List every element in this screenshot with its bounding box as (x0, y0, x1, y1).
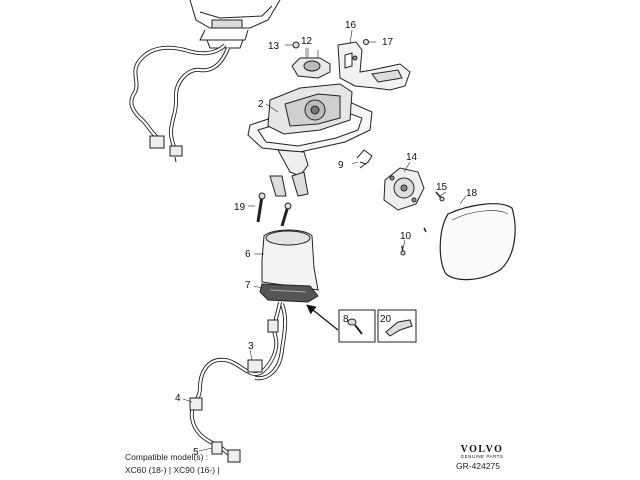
mirror-base-top (189, 0, 281, 49)
callout-6: 6 (245, 249, 251, 260)
callout-20: 20 (380, 314, 392, 325)
part-7-gasket (259, 283, 319, 303)
callout-13: 13 (268, 41, 280, 52)
callout-7: 7 (245, 280, 251, 291)
part-17-screw (363, 39, 376, 45)
part-12-adjustment-motor (291, 48, 331, 79)
part-19-screws (248, 192, 292, 227)
callout-17: 17 (382, 37, 394, 48)
callout-labels: 2 12 13 16 17 9 14 15 18 19 10 6 7 8 20 … (175, 20, 478, 458)
leader-lines (182, 29, 467, 452)
callout-10: 10 (400, 231, 412, 242)
callout-2: 2 (258, 99, 264, 110)
part-10-screw (400, 227, 427, 256)
callout-5: 5 (193, 447, 199, 458)
callout-8: 8 (343, 314, 349, 325)
part-2-mirror-frame (247, 83, 373, 197)
callout-15: 15 (436, 182, 448, 193)
callout-14: 14 (406, 152, 418, 163)
callout-18: 18 (466, 188, 478, 199)
part-16-bracket (337, 41, 411, 91)
compatible-models-list: XC60 (18-) | XC90 (16-) | (125, 465, 220, 475)
diagram-reference: GR-424275 (456, 461, 500, 471)
brand-subtitle: GENUINE PARTS (460, 454, 504, 459)
part-20-detail-box (377, 309, 417, 343)
callout-12: 12 (301, 36, 313, 47)
part-14-actuator (383, 167, 425, 211)
part-18-mirror-glass (439, 203, 516, 281)
callout-19: 19 (234, 202, 246, 213)
brand-name: VOLVO (460, 444, 504, 455)
callout-9: 9 (338, 160, 344, 171)
assembly-arrow (306, 304, 339, 331)
compatible-models-label: Compatible model(s) : (125, 452, 209, 462)
callout-3: 3 (248, 341, 254, 352)
brand-logo: VOLVO GENUINE PARTS (452, 444, 512, 459)
callout-4: 4 (175, 393, 181, 404)
part-15-screw (435, 191, 445, 202)
part-13-screw (285, 41, 300, 49)
part-8-detail-box (338, 309, 376, 343)
wiring-harness-lower (189, 301, 288, 463)
part-6-cover (261, 229, 319, 291)
callout-16: 16 (345, 20, 357, 31)
part-9-clip (356, 149, 373, 169)
wiring-harness-upper (129, 43, 230, 163)
